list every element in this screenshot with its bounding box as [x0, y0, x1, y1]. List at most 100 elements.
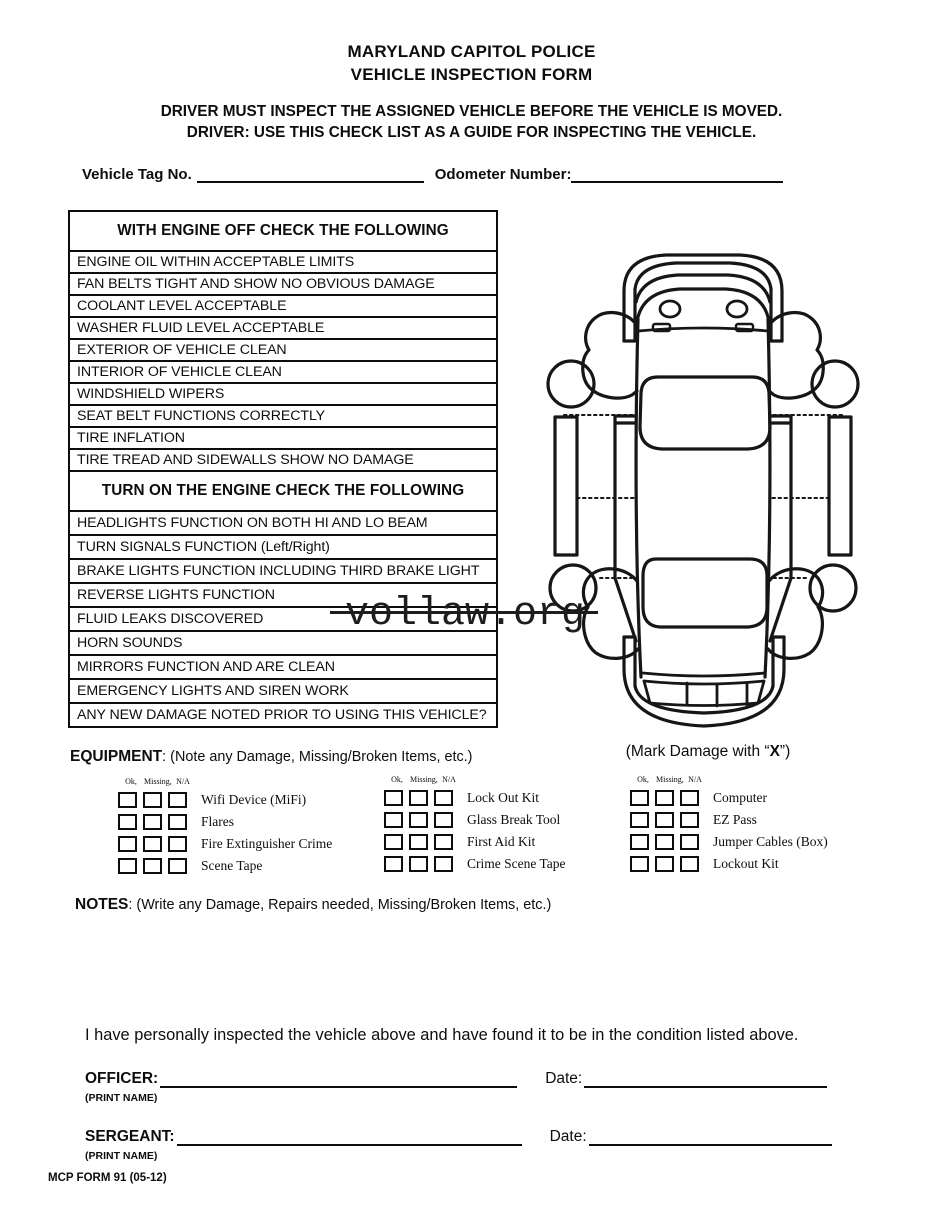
caption-x: X	[769, 743, 780, 760]
form-title-line2: VEHICLE INSPECTION FORM	[350, 65, 593, 84]
equipment-item-label: Lock Out Kit	[467, 789, 539, 805]
equipment-row: Lockout Kit	[630, 855, 828, 872]
ok-checkbox[interactable]	[118, 835, 137, 852]
officer-date-line[interactable]	[584, 1071, 828, 1088]
checklist-item: WINDSHIELD WIPERS	[70, 382, 496, 404]
na-checkbox[interactable]	[434, 833, 453, 850]
missing-checkbox[interactable]	[143, 857, 162, 874]
missing-checkbox[interactable]	[409, 855, 428, 872]
na-checkbox[interactable]	[680, 789, 699, 806]
missing-checkbox[interactable]	[655, 855, 674, 872]
checklist-item: TURN SIGNALS FUNCTION (Left/Right)	[70, 534, 496, 558]
equipment-item-label: Flares	[201, 813, 234, 829]
ok-checkbox[interactable]	[384, 855, 403, 872]
missing-checkbox[interactable]	[143, 835, 162, 852]
missing-checkbox[interactable]	[655, 789, 674, 806]
officer-signature-line[interactable]	[160, 1071, 518, 1088]
na-checkbox[interactable]	[168, 835, 187, 852]
ok-checkbox[interactable]	[630, 833, 649, 850]
sergeant-date-label: Date:	[549, 1128, 587, 1145]
checklist-item: HORN SOUNDS	[70, 630, 496, 654]
caption-prefix: (Mark Damage with “	[625, 743, 770, 760]
instruction-line2: DRIVER: USE THIS CHECK LIST AS A GUIDE F…	[186, 124, 757, 141]
ok-checkbox[interactable]	[118, 813, 137, 830]
missing-checkbox[interactable]	[143, 791, 162, 808]
checkbox-column-headers: Ok,Missing,N/A	[630, 775, 828, 784]
na-checkbox[interactable]	[434, 811, 453, 828]
watermark-text: vollaw.org	[345, 592, 586, 637]
checklist-item: WASHER FLUID LEVEL ACCEPTABLE	[70, 316, 496, 338]
na-checkbox[interactable]	[680, 811, 699, 828]
officer-date-label: Date:	[545, 1070, 583, 1087]
missing-checkbox[interactable]	[409, 833, 428, 850]
na-checkbox[interactable]	[168, 791, 187, 808]
checklist-item: INTERIOR OF VEHICLE CLEAN	[70, 360, 496, 382]
sergeant-signature-row: SERGEANT: Date:	[85, 1128, 832, 1146]
checkbox-column-headers: Ok,Missing,N/A	[118, 777, 332, 786]
checklist-item: TIRE INFLATION	[70, 426, 496, 448]
equipment-row: Computer	[630, 789, 828, 806]
equipment-item-label: First Aid Kit	[467, 833, 536, 849]
vehicle-tag-line[interactable]	[196, 166, 424, 183]
checklist-item: FLUID LEAKS DISCOVERED	[70, 606, 496, 630]
checklist-item: ANY NEW DAMAGE NOTED PRIOR TO USING THIS…	[70, 702, 496, 726]
notes-heading: NOTES: (Write any Damage, Repairs needed…	[75, 896, 551, 914]
equipment-row: Crime Scene Tape	[384, 855, 566, 872]
missing-checkbox[interactable]	[655, 811, 674, 828]
equipment-row: Fire Extinguisher Crime	[118, 835, 332, 852]
equipment-row: Glass Break Tool	[384, 811, 566, 828]
equipment-item-label: EZ Pass	[713, 811, 757, 827]
na-checkbox[interactable]	[434, 855, 453, 872]
equipment-row: Jumper Cables (Box)	[630, 833, 828, 850]
ok-checkbox[interactable]	[630, 789, 649, 806]
checkbox-column-header: Missing,	[410, 775, 438, 784]
checklist-item: REVERSE LIGHTS FUNCTION	[70, 582, 496, 606]
na-checkbox[interactable]	[168, 813, 187, 830]
missing-checkbox[interactable]	[409, 789, 428, 806]
checklist-item: BRAKE LIGHTS FUNCTION INCLUDING THIRD BR…	[70, 558, 496, 582]
sergeant-signature-line[interactable]	[176, 1129, 522, 1146]
checkbox-column-headers: Ok,Missing,N/A	[384, 775, 566, 784]
equipment-row: First Aid Kit	[384, 833, 566, 850]
equipment-heading-label: EQUIPMENT	[70, 748, 163, 765]
inspection-statement: I have personally inspected the vehicle …	[85, 1026, 799, 1044]
sergeant-label: SERGEANT:	[85, 1128, 175, 1145]
ok-checkbox[interactable]	[118, 857, 137, 874]
ok-checkbox[interactable]	[630, 855, 649, 872]
ok-checkbox[interactable]	[384, 789, 403, 806]
tag-odometer-row: Vehicle Tag No. Odometer Number:	[82, 166, 784, 183]
ok-checkbox[interactable]	[118, 791, 137, 808]
na-checkbox[interactable]	[434, 789, 453, 806]
na-checkbox[interactable]	[680, 855, 699, 872]
engine-on-header: TURN ON THE ENGINE CHECK THE FOLLOWING	[70, 470, 496, 510]
ok-checkbox[interactable]	[384, 833, 403, 850]
equipment-row: Flares	[118, 813, 332, 830]
checklist-item: TIRE TREAD AND SIDEWALLS SHOW NO DAMAGE	[70, 448, 496, 470]
vehicle-damage-diagram[interactable]	[540, 245, 920, 735]
ok-checkbox[interactable]	[630, 811, 649, 828]
checklist-item: FAN BELTS TIGHT AND SHOW NO OBVIOUS DAMA…	[70, 272, 496, 294]
na-checkbox[interactable]	[680, 833, 699, 850]
equipment-row: Lock Out Kit	[384, 789, 566, 806]
checklist-item: COOLANT LEVEL ACCEPTABLE	[70, 294, 496, 316]
missing-checkbox[interactable]	[655, 833, 674, 850]
sergeant-date-line[interactable]	[588, 1129, 832, 1146]
officer-signature-row: OFFICER: Date:	[85, 1070, 828, 1088]
officer-label: OFFICER:	[85, 1070, 159, 1087]
checkbox-column-header: Ok,	[125, 777, 137, 786]
checkbox-column-header: N/A	[688, 775, 702, 784]
officer-print-name-label: (PRINT NAME)	[85, 1092, 158, 1104]
na-checkbox[interactable]	[168, 857, 187, 874]
equipment-item-label: Computer	[713, 789, 767, 805]
odometer-line[interactable]	[571, 166, 784, 183]
ok-checkbox[interactable]	[384, 811, 403, 828]
missing-checkbox[interactable]	[409, 811, 428, 828]
checkbox-column-header: Ok,	[391, 775, 403, 784]
equipment-item-label: Glass Break Tool	[467, 811, 561, 827]
missing-checkbox[interactable]	[143, 813, 162, 830]
checklist-item: MIRRORS FUNCTION AND ARE CLEAN	[70, 654, 496, 678]
